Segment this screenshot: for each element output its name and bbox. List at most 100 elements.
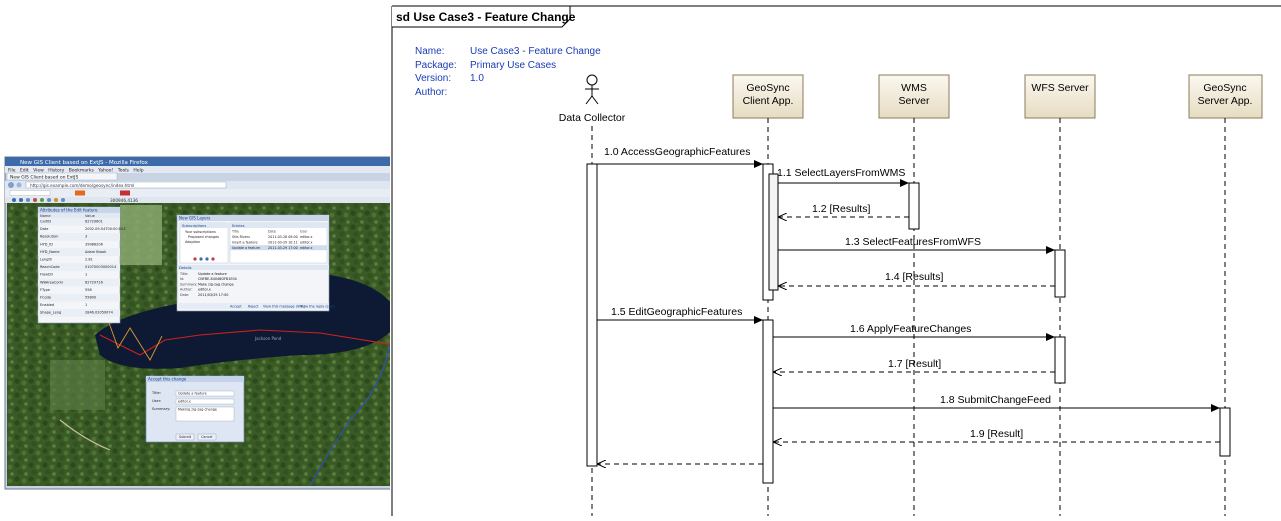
submit-label: Submit: [179, 435, 192, 439]
subs-item-1[interactable]: Proposed changes: [188, 235, 219, 239]
detail-key: Date:: [180, 293, 189, 297]
message-label-1-6: 1.6 ApplyFeatureChanges: [850, 323, 971, 335]
lake-label: Jackson Pond: [254, 336, 282, 341]
edited-stream[interactable]: [99, 329, 396, 356]
title-field[interactable]: [175, 390, 235, 397]
attribute-value: 1: [85, 273, 87, 277]
attribute-name: CartID: [40, 220, 51, 224]
summary-field[interactable]: [175, 406, 235, 422]
sequence-diagram-canvas: sd Use Case3 - Feature Change Name: Use …: [391, 5, 1281, 516]
message-label-1-3: 1.3 SelectFeaturesFromWFS: [845, 236, 981, 248]
entry-user: editor.x: [300, 246, 312, 250]
subs-toolbar-icons[interactable]: [193, 257, 215, 261]
attribute-value: Adam Brook: [85, 250, 107, 254]
lifeline-0-line-1: Client App.: [743, 95, 794, 107]
title-field-value: Update a feature: [178, 392, 207, 396]
detail-key: Author:: [180, 288, 193, 292]
entry-user: editor.x: [300, 241, 312, 245]
menu-view[interactable]: View: [33, 168, 44, 174]
frame-tab: [392, 5, 571, 28]
activation-client-2: [762, 319, 774, 484]
entries-col-user: User: [300, 230, 308, 234]
actor-data-collector: Data Collector: [559, 74, 626, 124]
detail-rows: Title:Update a featureId:CNFBE-84046DFB1…: [179, 272, 237, 297]
subs-item-0[interactable]: Your subscriptions: [185, 230, 216, 234]
attribute-row: [38, 248, 120, 256]
lifeline-1-line-0: WMS: [901, 82, 927, 94]
detail-key: Title:: [179, 272, 188, 276]
accept-action[interactable]: Accept: [230, 304, 242, 308]
mail-icon[interactable]: [120, 190, 130, 196]
detail-value: 2011/03/29 17:00: [198, 293, 228, 297]
clearing: [120, 205, 162, 265]
entries-col-title: Title: [231, 230, 239, 234]
search-button[interactable]: [75, 190, 85, 196]
screenshot-panel: New GIS Client based on ExtJS - Mozilla …: [0, 0, 556, 516]
back-icon[interactable]: [8, 182, 14, 188]
menu-history[interactable]: History: [48, 168, 64, 174]
attribute-name: HYD_ID: [40, 242, 53, 246]
activation-geosync-server: [1219, 407, 1231, 457]
meta-package-key: Package:: [415, 60, 457, 71]
meta-name-key: Name:: [415, 46, 444, 57]
url-field[interactable]: [25, 181, 227, 189]
actor-label: Data Collector: [559, 112, 626, 124]
subs-item-2[interactable]: Adoption: [185, 240, 200, 244]
lifeline-wfs-server: WFS Server: [1024, 74, 1096, 119]
menu-yahoo[interactable]: Yahoo!: [97, 168, 113, 174]
activation-wfs-2: [1054, 336, 1066, 384]
lifeline-3-line-0: GeoSync: [1203, 82, 1246, 94]
attribute-value: 39986206: [85, 242, 103, 246]
menu-file[interactable]: File: [8, 168, 16, 174]
sync-panel[interactable]: New GIS Layers Subscriptions Your subscr…: [176, 214, 336, 312]
view-reply-action[interactable]: View the reply (Link): [300, 304, 336, 308]
attribute-value: 2846.02059074: [85, 311, 114, 315]
menu-tools[interactable]: Tools: [117, 168, 130, 174]
attributes-panel[interactable]: Attributes of the Edit feature Name Valu…: [37, 206, 126, 324]
entries-header: Entries: [232, 224, 245, 228]
lifeline-0-line-0: GeoSync: [746, 82, 789, 94]
browser-tab[interactable]: [6, 172, 118, 181]
message-label-1-9: 1.9 [Result]: [970, 428, 1023, 440]
entry-row-selected[interactable]: [230, 245, 327, 251]
attribute-name: ReachCode: [40, 265, 60, 269]
attributes-title: Attributes of the Edit feature: [40, 208, 98, 213]
lifeline-3-line-1: Server App.: [1198, 95, 1253, 107]
meta-name-value: Use Case3 - Feature Change: [470, 46, 601, 57]
message-label-1-1: 1.1 SelectLayersFromWMS: [777, 167, 905, 179]
accept-dialog[interactable]: Accept this change Title: Update a featu…: [145, 375, 245, 443]
yahoo-search-field[interactable]: [9, 190, 51, 196]
menu-bookmarks[interactable]: Bookmarks: [69, 168, 95, 174]
nav-bar: [5, 181, 555, 189]
view-message-action[interactable]: View this message (XML): [263, 304, 306, 308]
bookmarks-toolbar: [5, 189, 555, 197]
menu-help[interactable]: Help: [133, 168, 143, 174]
url-text: http://gis.example.com/demo/geosync/inde…: [30, 183, 134, 188]
dialog-title: Accept this change: [148, 377, 187, 382]
attribute-name: Date: [40, 227, 48, 231]
entry-date: 2011-03-28 09:00: [268, 235, 298, 239]
window-title: New GIS Client based on ExtJS - Mozilla …: [20, 160, 149, 166]
meta-author-key: Author:: [415, 87, 447, 98]
attribute-name: HYD_Name: [40, 250, 60, 254]
user-field[interactable]: [175, 398, 235, 405]
attr-header-value: Value: [85, 214, 96, 218]
message-label-1-4: 1.4 [Results]: [885, 271, 943, 283]
forward-icon[interactable]: [16, 182, 22, 188]
attribute-value: 62729601: [85, 220, 103, 224]
coords-readout: 300946,4136: [110, 198, 138, 203]
detail-value: CNFBE-84046DFB1E04: [198, 277, 237, 281]
submit-button[interactable]: [175, 433, 195, 441]
map-tool-icons[interactable]: [12, 198, 65, 202]
entry-title: Insert a feature: [232, 241, 257, 245]
menu-edit[interactable]: Edit: [20, 168, 29, 174]
reject-action[interactable]: Reject: [248, 304, 259, 308]
attribute-name: Shape_Leng: [40, 311, 61, 315]
attribute-row: [38, 278, 120, 287]
lifeline-geosync-client: GeoSync Client App.: [732, 74, 804, 119]
cancel-button[interactable]: [197, 433, 217, 441]
attribute-value: 62729716: [85, 280, 103, 284]
creek: [309, 344, 391, 486]
entry-date: 2011-03-29 10:11: [268, 241, 298, 245]
